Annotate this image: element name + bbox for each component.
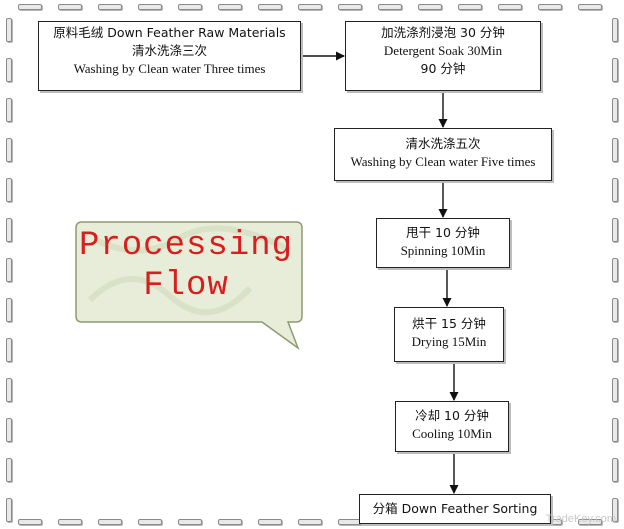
frame-dash-h-20	[418, 4, 442, 10]
frame-dash-v-47	[612, 338, 618, 362]
frame-dash-v-44	[6, 298, 12, 322]
frame-dash-v-43	[612, 258, 618, 282]
step-detergent-soak: 加洗涤剂浸泡 30 分钟 Detergent Soak 30Min 90 分钟	[345, 21, 541, 91]
frame-dash-v-30	[6, 18, 12, 42]
step-sort-line1: 分箱 Down Feather Sorting	[372, 501, 538, 516]
frame-dash-h-29	[578, 519, 602, 525]
watermark-text: TradeKey.com	[545, 513, 616, 525]
frame-dash-v-34	[6, 98, 12, 122]
frame-dash-h-1	[18, 519, 42, 525]
step-raw-materials: 原料毛绒 Down Feather Raw Materials 清水洗涤三次 W…	[38, 21, 301, 91]
step-raw-line2: 清水洗涤三次	[131, 43, 207, 58]
frame-dash-v-35	[612, 98, 618, 122]
frame-dash-h-8	[178, 4, 202, 10]
frame-dash-v-49	[612, 378, 618, 402]
frame-dash-h-22	[458, 4, 482, 10]
callout-line2: Flow	[143, 267, 229, 305]
frame-dash-v-31	[612, 18, 618, 42]
frame-dash-h-18	[378, 4, 402, 10]
frame-dash-v-40	[6, 218, 12, 242]
frame-dash-h-13	[258, 519, 282, 525]
step-sorting: 分箱 Down Feather Sorting	[359, 494, 551, 524]
callout-line1: Processing	[78, 227, 294, 265]
frame-dash-h-16	[338, 4, 362, 10]
frame-dash-h-15	[298, 519, 322, 525]
frame-dash-v-52	[6, 458, 12, 482]
step-raw-line1: 原料毛绒 Down Feather Raw Materials	[53, 25, 286, 40]
frame-dash-v-55	[612, 498, 618, 522]
step-wash5-line1: 清水洗涤五次	[405, 136, 481, 151]
frame-dash-h-5	[98, 519, 122, 525]
step-soak-line2: Detergent Soak 30Min	[383, 43, 503, 58]
step-cooling: 冷却 10 分钟 Cooling 10Min	[395, 401, 509, 452]
frame-dash-h-9	[178, 519, 202, 525]
step-dry-line1: 烘干 15 分钟	[412, 316, 486, 331]
step-spin-line1: 甩干 10 分钟	[406, 225, 480, 240]
frame-dash-h-3	[58, 519, 82, 525]
step-soak-line3: 90 分钟	[420, 61, 466, 76]
frame-dash-v-51	[612, 418, 618, 442]
frame-dash-v-48	[6, 378, 12, 402]
frame-dash-h-26	[538, 4, 562, 10]
frame-dash-v-54	[6, 498, 12, 522]
frame-dash-h-6	[138, 4, 162, 10]
frame-dash-h-10	[218, 4, 242, 10]
step-wash5-line2: Washing by Clean water Five times	[350, 154, 536, 169]
frame-dash-h-12	[258, 4, 282, 10]
step-raw-line3: Washing by Clean water Three times	[73, 61, 266, 76]
step-cool-line2: Cooling 10Min	[412, 426, 492, 441]
frame-dash-h-7	[138, 519, 162, 525]
frame-dash-h-28	[578, 4, 602, 10]
frame-dash-h-24	[498, 4, 522, 10]
step-cool-line1: 冷却 10 分钟	[415, 408, 489, 423]
callout-bubble	[75, 221, 303, 351]
callout-bubble-texture	[87, 225, 292, 316]
frame-dash-v-45	[612, 298, 618, 322]
frame-dash-v-39	[612, 178, 618, 202]
frame-dash-v-38	[6, 178, 12, 202]
callout-text: Processing Flow	[76, 226, 296, 306]
step-dry-line2: Drying 15Min	[411, 334, 487, 349]
frame-dash-h-14	[298, 4, 322, 10]
frame-dash-h-4	[98, 4, 122, 10]
step-spinning: 甩干 10 分钟 Spinning 10Min	[376, 218, 510, 268]
frame-dash-h-0	[18, 4, 42, 10]
frame-dash-v-50	[6, 418, 12, 442]
frame-dash-v-32	[6, 58, 12, 82]
frame-dash-v-37	[612, 138, 618, 162]
frame-dash-v-36	[6, 138, 12, 162]
step-soak-line1: 加洗涤剂浸泡 30 分钟	[381, 25, 505, 40]
step-spin-line2: Spinning 10Min	[400, 243, 486, 258]
frame-dash-h-2	[58, 4, 82, 10]
frame-dash-v-46	[6, 338, 12, 362]
frame-dash-v-42	[6, 258, 12, 282]
frame-dash-v-33	[612, 58, 618, 82]
frame-dash-h-11	[218, 519, 242, 525]
frame-dash-v-53	[612, 458, 618, 482]
step-drying: 烘干 15 分钟 Drying 15Min	[394, 307, 504, 362]
frame-dash-v-41	[612, 218, 618, 242]
step-wash-five-times: 清水洗涤五次 Washing by Clean water Five times	[334, 128, 552, 181]
